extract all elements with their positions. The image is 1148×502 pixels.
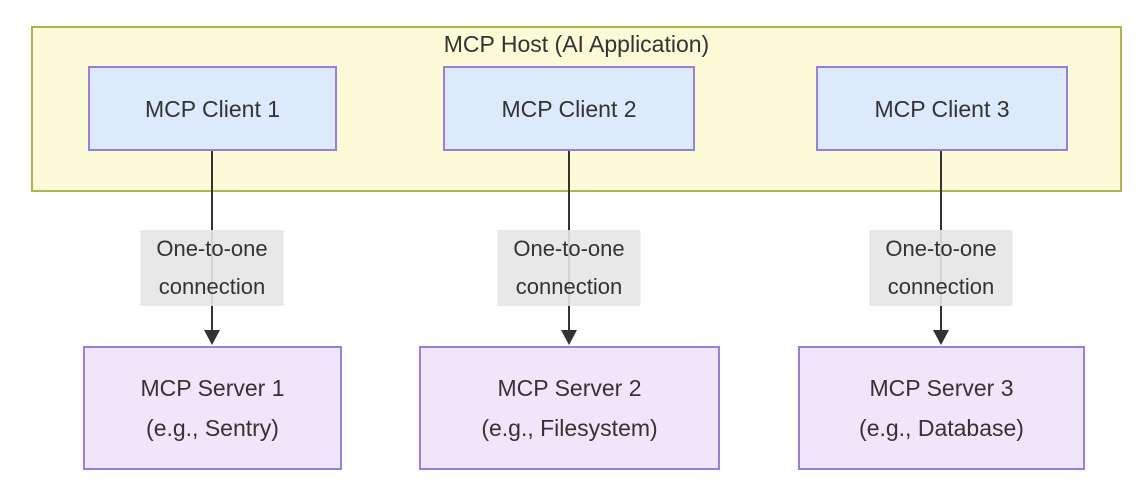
mcp-server-2-example: (e.g., Filesystem) bbox=[481, 415, 658, 441]
connection-label-2-line1: One-to-one bbox=[513, 236, 625, 261]
connection-label-3: One-to-one connection bbox=[869, 230, 1013, 306]
arrowhead-down-icon bbox=[561, 330, 577, 345]
connection-label-2: One-to-one connection bbox=[497, 230, 641, 306]
mcp-client-3-label: MCP Client 3 bbox=[874, 95, 1010, 122]
connection-label-3-line1: One-to-one bbox=[885, 236, 997, 261]
connection-label-1-line1: One-to-one bbox=[156, 236, 268, 261]
mcp-client-2-label: MCP Client 2 bbox=[501, 95, 637, 122]
arrowhead-down-icon bbox=[933, 330, 949, 345]
connection-label-2-line2: connection bbox=[515, 274, 623, 299]
connection-label-1: One-to-one connection bbox=[140, 230, 284, 306]
mcp-server-3-box: MCP Server 3 (e.g., Database) bbox=[798, 346, 1085, 470]
arrowhead-down-icon bbox=[204, 330, 220, 345]
mcp-server-3-name: MCP Server 3 bbox=[869, 375, 1014, 401]
connection-label-3-line2: connection bbox=[887, 274, 995, 299]
mcp-server-2-name: MCP Server 2 bbox=[497, 375, 642, 401]
mcp-client-1-label: MCP Client 1 bbox=[144, 95, 281, 122]
mcp-client-3-box: MCP Client 3 bbox=[816, 66, 1068, 151]
mcp-host-title: MCP Host (AI Application) bbox=[443, 31, 710, 57]
mcp-server-1-name: MCP Server 1 bbox=[140, 375, 285, 401]
mcp-client-1-box: MCP Client 1 bbox=[88, 66, 337, 151]
mcp-server-3-example: (e.g., Database) bbox=[859, 415, 1024, 441]
mcp-server-2-box: MCP Server 2 (e.g., Filesystem) bbox=[419, 346, 720, 470]
mcp-client-2-box: MCP Client 2 bbox=[443, 66, 695, 151]
connection-label-1-line2: connection bbox=[158, 274, 266, 299]
mcp-server-1-box: MCP Server 1 (e.g., Sentry) bbox=[83, 346, 342, 470]
mcp-server-1-example: (e.g., Sentry) bbox=[146, 415, 279, 441]
